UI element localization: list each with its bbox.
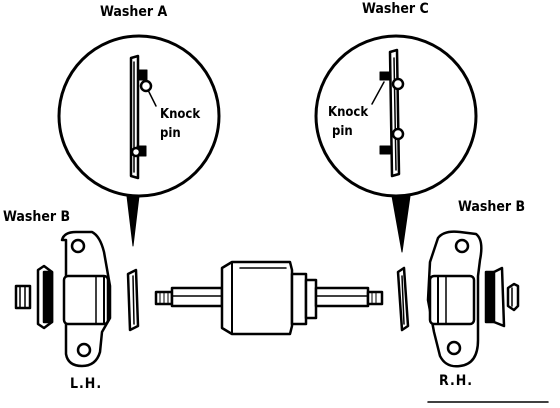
lh-washer-b [36,264,54,330]
center-shaft-assembly [154,260,384,336]
rh-label: R.H. [439,373,474,389]
washer-c-pointer [391,195,411,253]
rh-assembly [396,230,520,368]
lh-label: L.H. [70,376,103,392]
rh-washer-b [484,266,506,328]
knock-pin-right-label-2: pin [332,124,353,139]
lh-nut [14,284,32,310]
knock-pin-right-label-1: Knock [328,105,369,120]
washer-b-left-label: Washer B [3,209,71,225]
rh-washer-c [396,266,410,332]
knock-pin-left-label-1: Knock [160,107,201,122]
washer-a-label: Washer A [100,4,168,20]
lh-washer-a [126,268,140,332]
knock-pin-left-label-2: pin [160,126,181,141]
lh-bracket [60,230,112,368]
washer-c-detail-bubble [314,34,478,198]
rh-nut [506,282,520,312]
rh-bracket [426,230,483,368]
washer-c-label: Washer C [362,1,429,17]
washer-b-right-label: Washer B [458,199,526,215]
washer-a-pointer [126,195,140,247]
lh-assembly [14,230,140,368]
